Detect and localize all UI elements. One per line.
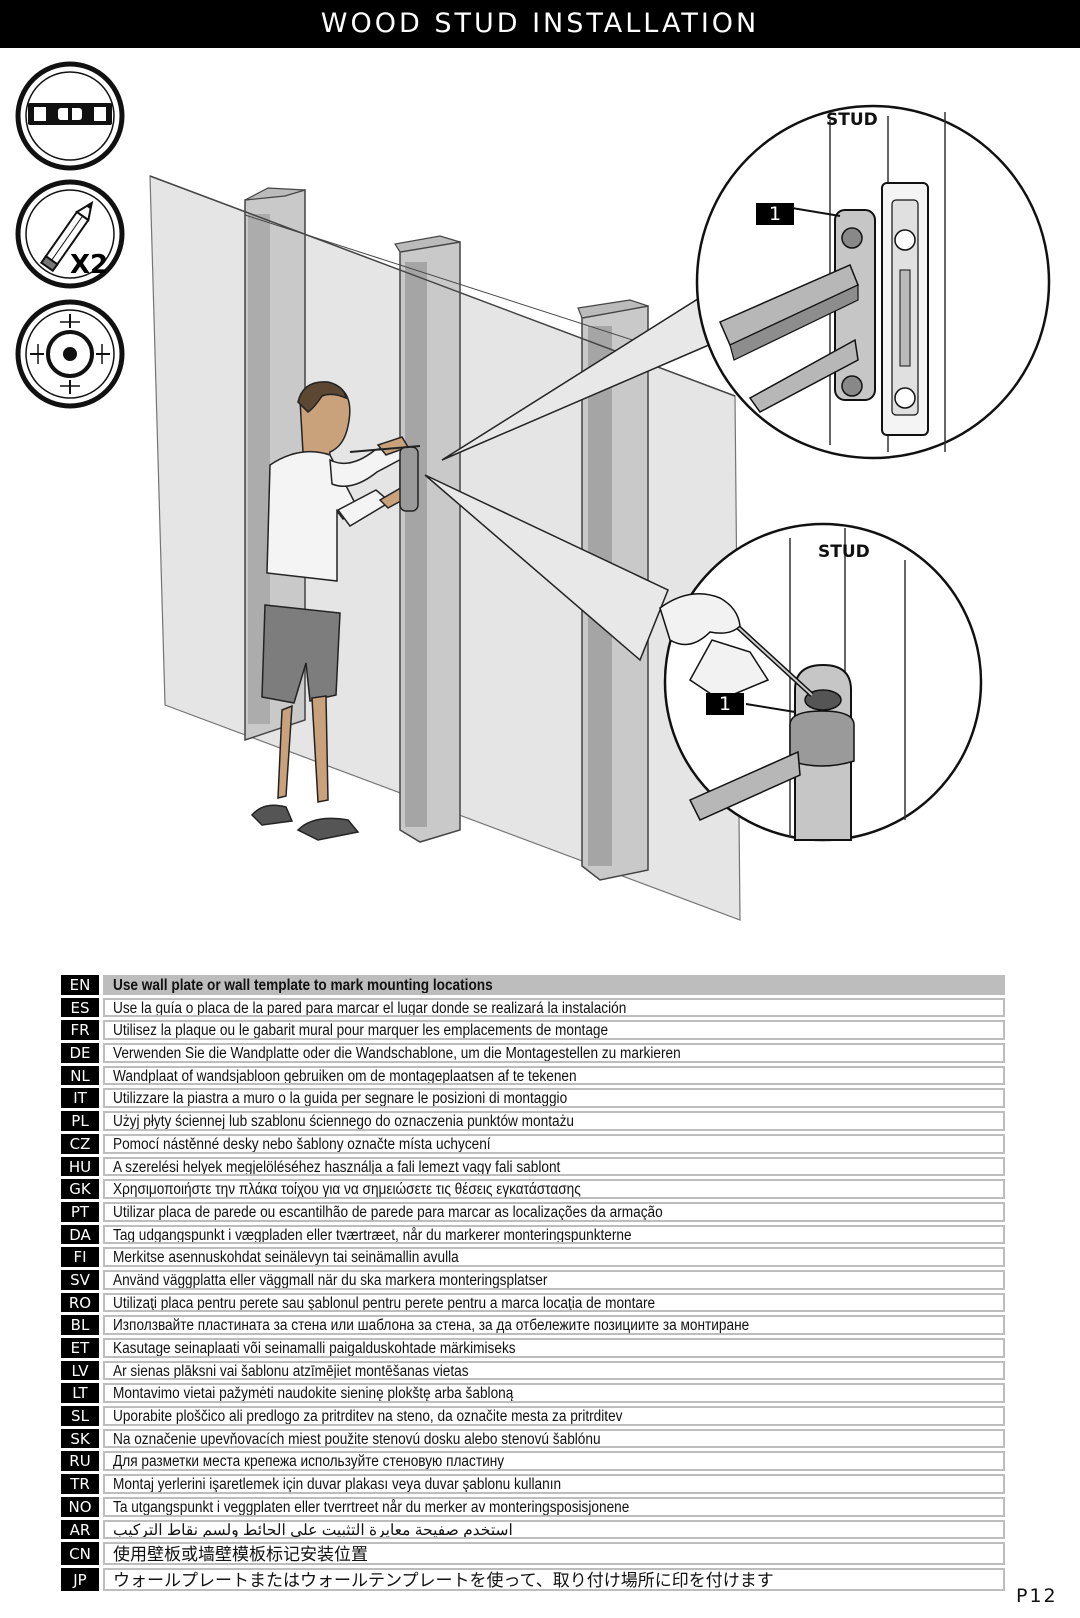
instruction-text: A szerelési helyek megjelöléséhez haszná… <box>103 1156 1005 1177</box>
instruction-text: Verwenden Sie die Wandplatte oder die Wa… <box>103 1043 1005 1063</box>
instruction-text: Utilizar placa de parede ou escantilhão … <box>103 1201 1005 1222</box>
instruction-text: Use wall plate or wall template to mark … <box>103 975 1005 995</box>
callout-number-top: 1 <box>756 203 794 225</box>
instruction-text: ウォールプレートまたはウォールテンプレートを使って、取り付け場所に印を付けます <box>103 1568 1005 1592</box>
instruction-text: Utilisez la plaque ou le gabarit mural p… <box>103 1020 1005 1041</box>
lang-code: NL <box>61 1065 99 1086</box>
lang-code: PL <box>61 1111 99 1131</box>
instruction-text: 使用壁板或墙壁模板标记安装位置 <box>103 1542 1005 1566</box>
instruction-row-et: ET Kasutage seinaplaati või seinamalli p… <box>61 1338 1005 1361</box>
instruction-text: Merkitse asennuskohdat seinälevyn tai se… <box>103 1247 1005 1267</box>
instruction-row-ru: RU Для разметки места крепежа используйт… <box>61 1451 1005 1475</box>
level-icon <box>14 60 126 172</box>
callout-top-detail <box>695 104 1051 460</box>
lang-code: FR <box>61 1020 99 1041</box>
instruction-row-pt: PT Utilizar placa de parede ou escantilh… <box>61 1201 1005 1225</box>
lang-code: SL <box>61 1406 99 1426</box>
stud-label-top: STUD <box>826 110 878 130</box>
instruction-row-cz: CZ Pomocí nástěnné desky nebo šablony oz… <box>61 1133 1005 1157</box>
instruction-row-sl: SL Uporabite ploščico ali predlogo za pr… <box>61 1406 1005 1429</box>
instruction-row-lv: LV Ar sienas plāksni vai šablonu atzīmēj… <box>61 1360 1005 1384</box>
instruction-text: Използвайте пластината за стена или шабл… <box>103 1315 1005 1335</box>
instruction-row-es: ES Use la guía o placa de la pared para … <box>61 997 1005 1021</box>
lang-code: ES <box>61 997 99 1018</box>
instruction-row-jp: JP ウォールプレートまたはウォールテンプレートを使って、取り付け場所に印を付け… <box>61 1568 1005 1595</box>
instruction-row-fr: FR Utilisez la plaque ou le gabarit mura… <box>61 1020 1005 1044</box>
lang-code: JP <box>61 1568 99 1592</box>
lang-code: HU <box>61 1156 99 1177</box>
instruction-text: Use la guía o placa de la pared para mar… <box>103 997 1005 1018</box>
lang-code: BL <box>61 1315 99 1335</box>
instruction-row-bl: BL Използвайте пластината за стена или ш… <box>61 1315 1005 1338</box>
lang-code: LT <box>61 1383 99 1404</box>
instruction-text: Χρησιμοποιήστε την πλάκα τοίχου για να σ… <box>103 1179 1005 1199</box>
lang-code: EN <box>61 975 99 995</box>
instruction-text: Montavimo vietai pažymėti naudokite sien… <box>103 1383 1005 1404</box>
installer-figure <box>250 381 412 841</box>
callout-bottom-detail <box>659 522 983 842</box>
instruction-row-sk: SK Na označenie upevňovacích miest použi… <box>61 1428 1005 1452</box>
instruction-text: Pomocí nástěnné desky nebo šablony označ… <box>103 1133 1005 1154</box>
lang-code: TR <box>61 1474 99 1494</box>
page-title: WOOD STUD INSTALLATION <box>0 0 1080 48</box>
stud-label-bottom: STUD <box>818 542 870 562</box>
instruction-text: Utilizaţi placa pentru perete sau şablon… <box>103 1292 1005 1313</box>
instruction-text: Ta utgangspunkt i veggplaten eller tverr… <box>103 1496 1005 1517</box>
instruction-row-de: DE Verwenden Sie die Wandplatte oder die… <box>61 1043 1005 1066</box>
lang-code: RO <box>61 1292 99 1313</box>
instruction-row-fi: FI Merkitse asennuskohdat seinälevyn tai… <box>61 1247 1005 1270</box>
lang-code: RU <box>61 1451 99 1472</box>
instruction-row-tr: TR Montaj yerlerini işaretlemek için duv… <box>61 1474 1005 1497</box>
lang-code: NO <box>61 1496 99 1517</box>
lang-code: LV <box>61 1360 99 1381</box>
instruction-text: Kasutage seinaplaati või seinamalli paig… <box>103 1338 1005 1358</box>
lang-code: ET <box>61 1338 99 1358</box>
instruction-row-it: IT Utilizzare la piastra a muro o la gui… <box>61 1088 1005 1112</box>
lang-code: CN <box>61 1542 99 1566</box>
instruction-row-pl: PL Użyj płyty ściennej lub szablonu ście… <box>61 1111 1005 1134</box>
instruction-text: Använd väggplatta eller väggmall när du … <box>103 1269 1005 1290</box>
lang-code: DA <box>61 1224 99 1245</box>
instruction-text: Montaj yerlerini işaretlemek için duvar … <box>103 1474 1005 1494</box>
instruction-row-en: EN Use wall plate or wall template to ma… <box>61 975 1005 998</box>
instruction-text: Uporabite ploščico ali predlogo za pritr… <box>103 1406 1005 1426</box>
instruction-text: Tag udgangspunkt i vægpladen eller tvært… <box>103 1224 1005 1245</box>
pencil-icon <box>14 178 126 290</box>
instruction-table: EN Use wall plate or wall template to ma… <box>61 975 1005 1595</box>
crosshair-icon <box>14 298 126 410</box>
pencil-quantity: X2 <box>70 250 109 280</box>
instruction-row-nl: NL Wandplaat of wandsjabloon gebruiken o… <box>61 1065 1005 1089</box>
instruction-text: Na označenie upevňovacích miest použite … <box>103 1428 1005 1449</box>
instruction-row-ar: AR استخدم صفيحة معايرة التثبيت على الحائ… <box>61 1519 1005 1543</box>
instruction-row-sv: SV Använd väggplatta eller väggmall när … <box>61 1269 1005 1293</box>
instruction-text: Ar sienas plāksni vai šablonu atzīmējiet… <box>103 1360 1005 1381</box>
lang-code: GK <box>61 1179 99 1199</box>
lang-code: SV <box>61 1269 99 1290</box>
installation-illustration <box>0 48 1080 960</box>
instruction-row-da: DA Tag udgangspunkt i vægpladen eller tv… <box>61 1224 1005 1248</box>
instruction-row-no: NO Ta utgangspunkt i veggplaten eller tv… <box>61 1496 1005 1520</box>
instruction-row-lt: LT Montavimo vietai pažymėti naudokite s… <box>61 1383 1005 1407</box>
instruction-text: Użyj płyty ściennej lub szablonu ścienne… <box>103 1111 1005 1131</box>
lang-code: AR <box>61 1519 99 1540</box>
lang-code: SK <box>61 1428 99 1449</box>
lang-code: DE <box>61 1043 99 1063</box>
instruction-text: Wandplaat of wandsjabloon gebruiken om d… <box>103 1065 1005 1086</box>
lang-code: CZ <box>61 1133 99 1154</box>
callout-number-bottom: 1 <box>706 693 744 715</box>
instruction-text: استخدم صفيحة معايرة التثبيت على الحائط و… <box>103 1519 1005 1540</box>
instruction-row-cn: CN 使用壁板或墙壁模板标记安装位置 <box>61 1542 1005 1569</box>
instruction-row-gk: GK Χρησιμοποιήστε την πλάκα τοίχου για ν… <box>61 1179 1005 1202</box>
lang-code: PT <box>61 1201 99 1222</box>
instruction-row-hu: HU A szerelési helyek megjelöléséhez has… <box>61 1156 1005 1180</box>
instruction-text: Для разметки места крепежа используйте с… <box>103 1451 1005 1472</box>
instruction-text: Utilizzare la piastra a muro o la guida … <box>103 1088 1005 1109</box>
lang-code: IT <box>61 1088 99 1109</box>
lang-code: FI <box>61 1247 99 1267</box>
instruction-row-ro: RO Utilizaţi placa pentru perete sau şab… <box>61 1292 1005 1316</box>
page-number: P12 <box>1016 1585 1058 1607</box>
